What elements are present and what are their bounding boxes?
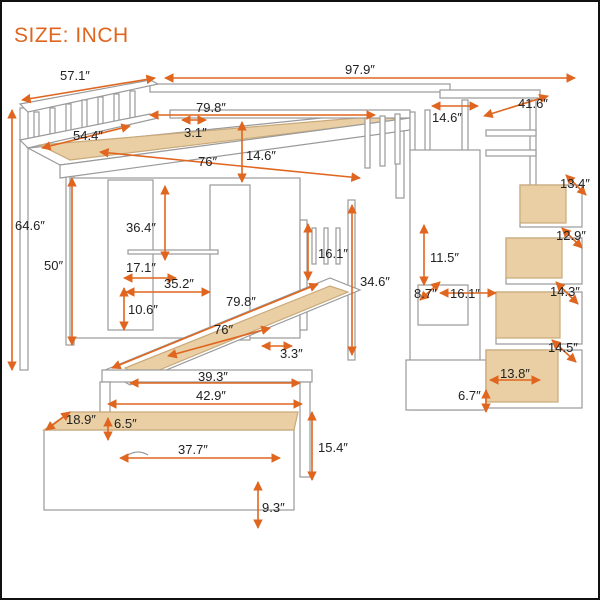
dim-line-drawer-2 xyxy=(561,227,583,249)
dim-line-stair-depth xyxy=(483,93,549,119)
loft-bed xyxy=(18,79,583,511)
label-loft-slats: 76″ xyxy=(198,154,217,169)
label-trundle-depth: 18.9″ xyxy=(66,412,96,427)
label-lower-clearance: 34.6″ xyxy=(360,274,390,289)
label-loft-length: 79.8″ xyxy=(196,100,226,115)
stair-base xyxy=(405,359,487,411)
dim-line-drawer-3 xyxy=(555,281,579,305)
label-stair-depth: 41.6″ xyxy=(518,96,548,111)
wardrobe-shelf xyxy=(127,249,219,255)
dim-line-total-depth xyxy=(21,74,156,104)
loft-back-rail xyxy=(149,83,451,93)
label-under-loft: 50″ xyxy=(44,258,63,273)
dimension-lines xyxy=(7,73,587,529)
label-lower-guard: 16.1″ xyxy=(318,246,348,261)
dim-line-lower-slats xyxy=(167,325,271,359)
label-drawer-4: 14.5″ xyxy=(548,340,578,355)
dim-line-drawer-4 xyxy=(551,339,577,363)
label-trundle-width: 37.7″ xyxy=(178,442,208,457)
label-stair-guard: 14.6″ xyxy=(432,110,462,125)
label-lower-bed-height: 15.4″ xyxy=(318,440,348,455)
label-step-width: 16.1″ xyxy=(450,286,480,301)
label-shelf-height: 10.6″ xyxy=(128,302,158,317)
label-trundle-side: 9.3″ xyxy=(262,500,285,515)
label-lower-bed-length: 79.8″ xyxy=(226,294,256,309)
label-step-height: 11.5″ xyxy=(430,250,459,265)
label-trundle-inner-height: 6.5″ xyxy=(114,416,137,431)
label-wardrobe-height: 36.4″ xyxy=(126,220,156,235)
label-drawer-height: 6.7″ xyxy=(458,388,481,403)
label-lower-slats: 76″ xyxy=(214,322,233,337)
label-total-depth: 57.1″ xyxy=(60,68,90,83)
page-title: SIZE: INCH xyxy=(14,24,129,47)
stair-post-back xyxy=(529,99,537,191)
dim-line-trundle-depth xyxy=(45,411,71,431)
dim-line-loft-width xyxy=(41,123,131,151)
label-loft-guard: 14.6″ xyxy=(246,148,276,163)
label-drawer-2: 12.9″ xyxy=(556,228,586,243)
trundle xyxy=(43,429,295,511)
label-wardrobe-width: 35.2″ xyxy=(164,276,194,291)
label-loft-width: 54.4″ xyxy=(73,128,103,143)
dim-line-step-depth xyxy=(419,281,441,301)
label-lower-inner-width: 39.3″ xyxy=(198,369,228,384)
label-total-length: 97.9″ xyxy=(345,62,375,77)
label-drawer-width: 13.8″ xyxy=(500,366,530,381)
label-drawer-3: 14.3″ xyxy=(550,284,580,299)
dim-line-drawer-1 xyxy=(565,174,587,196)
label-slat-gap: 3.1″ xyxy=(184,125,207,140)
label-drawer-1: 13.4″ xyxy=(560,176,590,191)
label-lower-slat-gap: 3.3″ xyxy=(280,346,303,361)
label-lower-width: 42.9″ xyxy=(196,388,226,403)
label-step-depth: 8.7″ xyxy=(414,286,437,301)
lower-guard-spindles xyxy=(311,227,341,265)
label-shelf-width: 17.1″ xyxy=(126,260,156,275)
lower-bed-leg-right xyxy=(299,381,311,478)
label-height: 64.6″ xyxy=(15,218,45,233)
dim-line-loft-slats xyxy=(99,148,361,182)
dimension-labels: 57.1″ 97.9″ 64.6″ 79.8″ 54.4″ 3.1″ 76″ 1… xyxy=(15,62,590,515)
lower-bed-leg-left xyxy=(99,381,111,413)
loft-left-rail xyxy=(18,79,160,113)
